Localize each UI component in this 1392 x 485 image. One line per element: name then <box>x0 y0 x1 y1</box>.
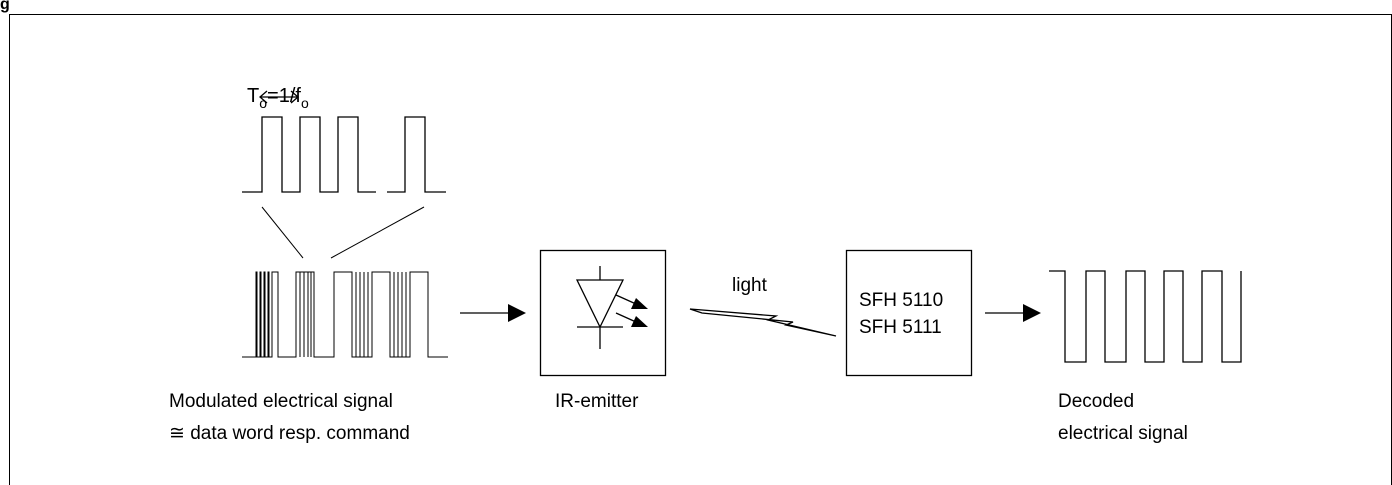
decoded-signal-waveform <box>1049 270 1242 363</box>
decoded-signal-caption-line2: electrical signal <box>1058 423 1188 444</box>
figure-frame <box>9 14 1392 485</box>
zoom-connector-right <box>330 206 425 259</box>
light-beam-icon <box>689 308 837 337</box>
sensor-model-1: SFH 5110 <box>859 290 943 311</box>
period-label: To=1/fo <box>247 85 309 111</box>
modulated-signal-caption-line2: ≅ data word resp. command <box>169 423 410 444</box>
sensor-model-2: SFH 5111 <box>859 317 942 338</box>
zoom-connector-left <box>261 206 304 259</box>
carrier-waveform-zoom-tail <box>387 116 446 193</box>
period-f-subscript: o <box>301 95 309 111</box>
ir-emitter-box <box>539 249 667 377</box>
period-T: T <box>247 85 259 107</box>
diode-triangle <box>575 279 625 329</box>
ir-emitter-caption: IR-emitter <box>555 391 639 412</box>
decoded-signal-caption-line1: Decoded <box>1058 391 1134 412</box>
carrier-waveform-zoom <box>242 116 376 193</box>
arrow-to-output <box>985 304 1041 322</box>
sensor-box: SFH 5110 SFH 5111 <box>845 249 973 377</box>
period-T-subscript: o <box>259 95 267 111</box>
period-arrow <box>259 90 299 104</box>
caption-fragment: g <box>0 0 10 13</box>
arrow-to-emitter <box>460 304 526 322</box>
modulated-signal-waveform <box>242 271 448 358</box>
light-label: light <box>732 275 768 296</box>
modulated-signal-caption-line1: Modulated electrical signal <box>169 391 393 412</box>
light-emission-arrows-icon <box>615 294 648 327</box>
